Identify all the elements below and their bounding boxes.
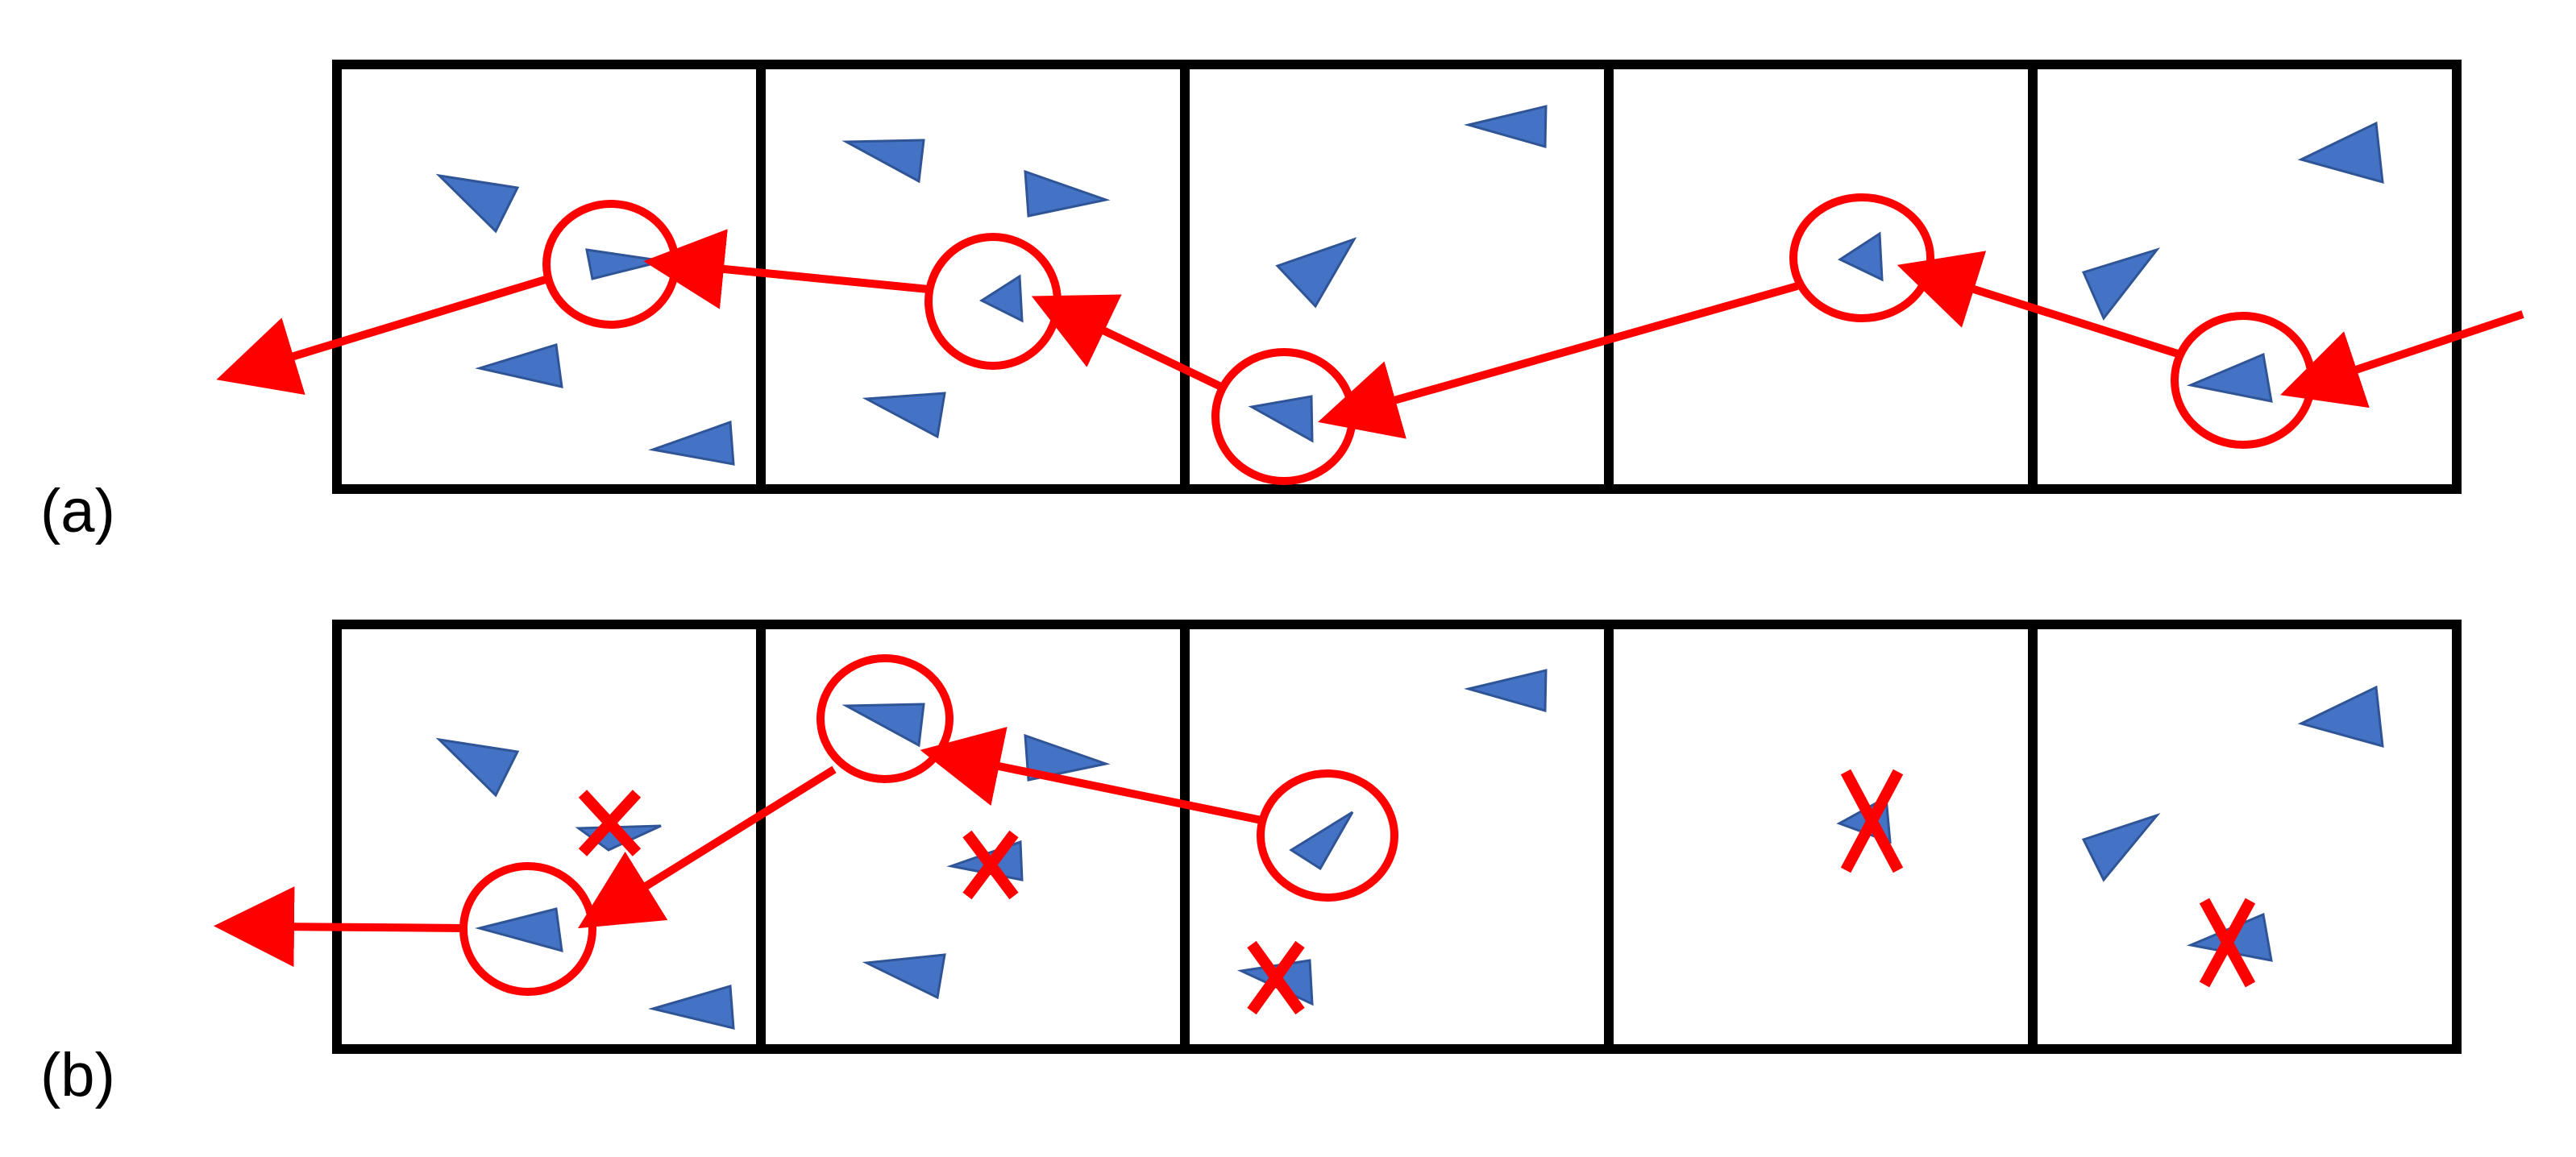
cross-mark-icon [578, 790, 642, 856]
markers-a [435, 105, 2384, 466]
triangle-marker-icon [2297, 121, 2384, 185]
triangle-marker-icon [841, 139, 925, 184]
track-arrow [643, 229, 929, 309]
triangle-marker-icon [475, 343, 563, 388]
track-a [216, 193, 2524, 485]
triangle-marker-icon [1837, 231, 1884, 282]
panel-label-a: (a) [40, 477, 115, 545]
panel-label-b: (b) [40, 1041, 115, 1109]
track-arrow [920, 727, 1263, 824]
track-arrow [216, 275, 550, 396]
circle-highlight-icon [1257, 769, 1398, 902]
track-b [214, 654, 1398, 996]
triangle-marker-icon [2186, 352, 2273, 403]
triangle-marker-icon [2081, 812, 2161, 882]
cross-mark-icon [962, 830, 1019, 900]
panel-b: (b) [40, 620, 2462, 1109]
triangle-marker-icon [475, 907, 563, 953]
cross-mark-icon [1840, 769, 1904, 873]
panel-a: (a) [40, 60, 2524, 545]
frame-b-4 [1604, 620, 2038, 1054]
cross-mark-icon [1247, 940, 1305, 1015]
triangle-marker-icon [435, 737, 520, 798]
triangle-marker-icon [1464, 669, 1548, 712]
circle-highlight-icon [816, 654, 954, 783]
circle-highlight-icon [459, 862, 596, 996]
track-arrow [1031, 294, 1224, 391]
triangle-marker-icon [1275, 237, 1357, 309]
triangle-marker-icon [1024, 169, 1111, 218]
track-arrow [1318, 282, 1799, 439]
triangle-marker-icon [648, 985, 735, 1030]
frame-strip-a [332, 60, 2462, 494]
track-arrow [2280, 310, 2524, 408]
triangle-marker-icon [2081, 247, 2161, 321]
markers-b [435, 669, 2384, 1030]
triangle-marker-icon [1248, 395, 1314, 443]
cross-mark-icon [2199, 898, 2256, 988]
triangle-marker-icon [2297, 685, 2384, 749]
crosses-b [578, 769, 2256, 1015]
triangle-marker-icon [585, 248, 664, 280]
triangle-marker-icon [1464, 105, 1548, 148]
triangle-marker-icon [862, 392, 946, 439]
triangle-marker-icon [978, 274, 1024, 323]
frame-a-4 [1604, 60, 2038, 494]
triangle-marker-icon [841, 703, 925, 748]
track-arrow [1897, 251, 2182, 359]
track-arrow [214, 886, 464, 968]
triangle-marker-icon [862, 953, 946, 1000]
triangle-marker-icon [648, 420, 735, 466]
triangle-marker-icon [1289, 811, 1354, 871]
triangle-marker-icon [435, 173, 520, 234]
triangle-marker-icon [1024, 733, 1111, 782]
track-arrow [578, 765, 837, 929]
